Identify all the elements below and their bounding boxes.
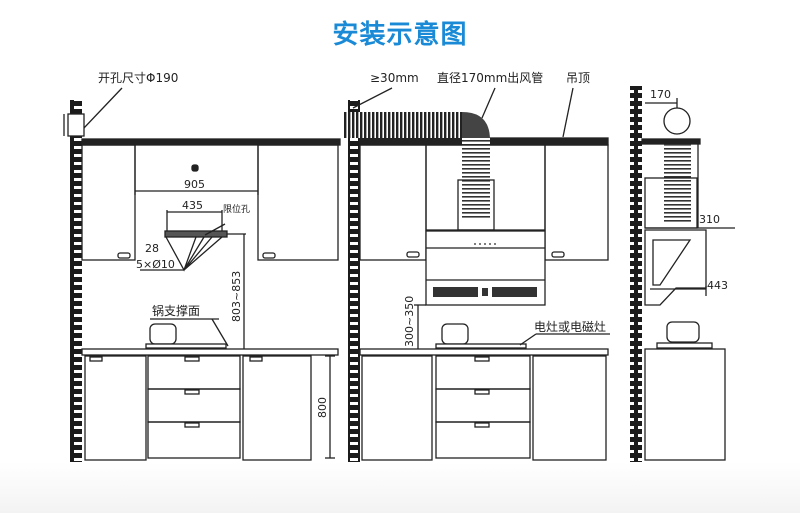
vent-hole: [67, 113, 85, 137]
left-view: [63, 87, 341, 462]
stove-label: 电灶或电磁灶: [534, 319, 606, 334]
mount-bracket: [164, 230, 228, 238]
pot: [666, 321, 700, 343]
gap-label: ≥30mm: [370, 71, 419, 85]
hood-height-label: 300~350: [403, 296, 416, 347]
exhaust-duct-bend: [462, 112, 490, 140]
pot: [441, 323, 469, 345]
hood-filter-left: [433, 287, 478, 297]
upper-cabinet-left: [359, 144, 427, 261]
wall: [630, 86, 642, 462]
upper-cabinet-right: [544, 144, 609, 261]
wall: [348, 100, 360, 462]
exhaust-duct-vertical: [664, 144, 691, 224]
duct-offset-label: 170: [650, 88, 671, 101]
base-cabinet-door-left: [84, 355, 147, 461]
vent-dot: [191, 164, 199, 172]
range-hood-side: [644, 229, 707, 306]
depth-310-label: 310: [699, 213, 720, 226]
page-title: 安装示意图: [332, 20, 468, 50]
base-cabinet: [644, 348, 726, 461]
upper-cabinet-right: [257, 144, 339, 261]
dim-905-label: 905: [184, 178, 205, 191]
hood-control-dots: [474, 243, 496, 245]
ceiling: [641, 138, 701, 145]
limit-hole-label: 限位孔: [223, 203, 250, 215]
exhaust-duct-vertical: [462, 138, 490, 220]
right-view: [630, 86, 735, 462]
depth-443-label: 443: [707, 279, 728, 292]
ceiling: [81, 138, 341, 146]
counter-height-label: 800: [316, 397, 329, 418]
ceiling-label: 吊顶: [566, 71, 590, 85]
middle-view: [344, 87, 610, 462]
pot: [149, 323, 177, 345]
countertop: [81, 348, 339, 356]
drawer-3: [435, 421, 531, 459]
height-range-label: 803~853: [230, 271, 243, 322]
support-surface-label: 锅支撑面: [152, 303, 200, 318]
countertop: [359, 348, 609, 356]
base-cabinet-door-left: [361, 355, 433, 461]
bottom-fade: [0, 462, 800, 513]
duct-label: 直径170mm出风管: [437, 70, 543, 85]
base-cabinet-door-right: [242, 355, 312, 461]
drawer-3: [147, 421, 241, 459]
exhaust-duct-horizontal: [344, 112, 464, 138]
upper-cabinet-left: [81, 144, 136, 261]
duct-section: [663, 107, 691, 135]
dim-435-label: 435: [182, 199, 203, 212]
dim-28-label: 28: [145, 242, 159, 255]
wall: [70, 100, 82, 462]
hood-filter-right: [492, 287, 537, 297]
base-cabinet-door-right: [532, 355, 607, 461]
hole-size-label: 开孔尺寸Φ190: [98, 71, 178, 85]
holes-label: 5×Ø10: [136, 258, 175, 271]
